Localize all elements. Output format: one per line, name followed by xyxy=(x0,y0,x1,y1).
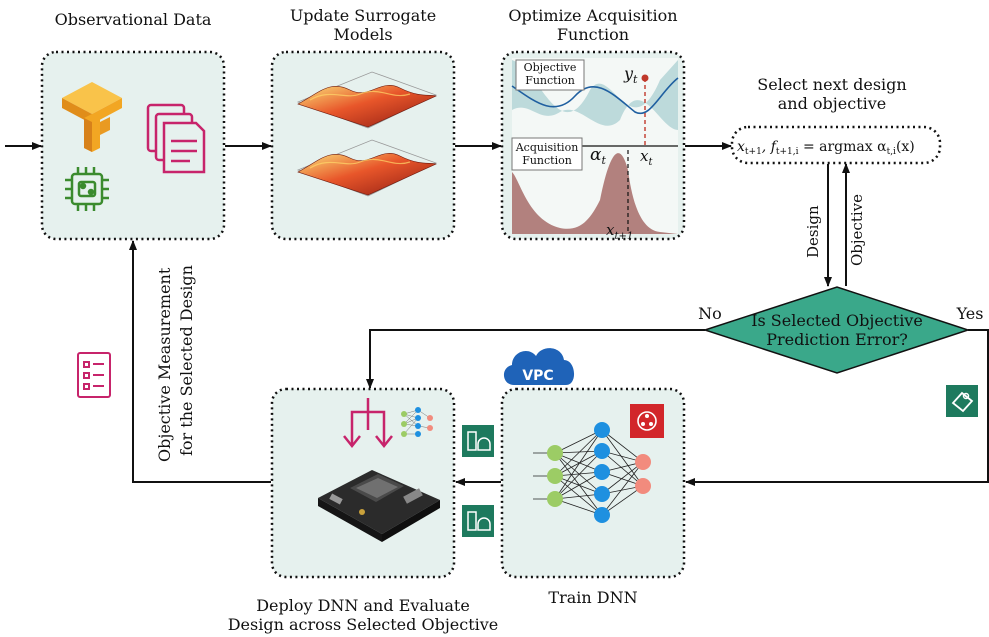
microchip-icon xyxy=(65,167,109,211)
documents-icon xyxy=(146,103,206,174)
train-dnn-title: Train DNN xyxy=(548,588,638,607)
tensorflow-logo-icon xyxy=(62,82,122,152)
decision-question-line2: Prediction Error? xyxy=(766,330,908,349)
vpc-badge-text: VPC xyxy=(522,368,553,384)
decision-question-line1: Is Selected Objective xyxy=(751,311,923,330)
objective-function-label-line1: Objective xyxy=(523,61,577,74)
neuron-node xyxy=(635,454,651,470)
feedback-label-line1: Objective Measurement xyxy=(155,267,174,462)
objective-function-label-line2: Function xyxy=(525,74,575,87)
dev-board-icon xyxy=(318,470,440,542)
select-next-title-line1: Select next design xyxy=(757,75,907,94)
feedback-label-line2: for the Selected Design xyxy=(177,265,196,456)
deploy-title: Deploy DNN and Evaluate Design across Se… xyxy=(213,596,513,634)
neural-network-icon xyxy=(533,422,651,523)
neuron-node xyxy=(635,478,651,494)
update-surrogate-title: Update Surrogate Models xyxy=(253,6,473,44)
yes-branch-label: Yes xyxy=(956,304,984,323)
neuron-node xyxy=(547,491,563,507)
neuron-node xyxy=(594,464,610,480)
acquisition-function-label-line1: Acquisition xyxy=(515,141,579,154)
surrogate-models-box xyxy=(270,50,456,241)
neuron-node xyxy=(547,468,563,484)
server-icon xyxy=(462,505,494,537)
decision-question: Is Selected Objective Prediction Error? xyxy=(737,311,937,349)
surface-plot-icon xyxy=(296,71,438,197)
objective-arrow-label: Objective xyxy=(848,194,866,266)
acquisition-function-label-line2: Function xyxy=(522,154,572,167)
x-t1-label: xt+1 xyxy=(606,221,633,242)
decision-diamond xyxy=(702,286,971,374)
select-next-title: Select next design and objective xyxy=(722,75,942,113)
optimize-acquisition-title-line1: Optimize Acquisition xyxy=(508,6,678,25)
neuron-node xyxy=(594,486,610,502)
alpha-t-label: αt xyxy=(590,145,606,167)
aws-service-icon xyxy=(946,385,978,417)
formula-box xyxy=(730,125,942,165)
checklist-icon xyxy=(77,352,111,398)
x-t-label: xt xyxy=(640,147,653,168)
select-next-title-line2: and objective xyxy=(777,94,887,113)
flow-arrows xyxy=(5,142,989,486)
acquisition-label-box xyxy=(511,137,583,171)
neuron-node xyxy=(594,443,610,459)
deploy-title-line2: Design across Selected Objective xyxy=(227,615,499,634)
acquisition-function-label: Acquisition Function xyxy=(512,141,582,167)
optimize-acquisition-title-line2: Function xyxy=(556,25,630,44)
objective-label-box xyxy=(515,59,585,91)
neuron-node xyxy=(547,445,563,461)
vpc-cloud-icon xyxy=(503,348,575,385)
mini-network-icon xyxy=(401,407,433,437)
argmax-formula: xt+1, ft+1,i = argmax αt,i(x) xyxy=(737,139,915,157)
update-surrogate-title-line1: Update Surrogate xyxy=(289,6,437,25)
observational-data-title: Observational Data xyxy=(54,10,212,29)
design-arrow-label: Design xyxy=(804,205,822,258)
sagemaker-icon xyxy=(630,404,664,438)
no-branch-label: No xyxy=(698,304,722,323)
neuron-node xyxy=(594,507,610,523)
split-arrows-icon xyxy=(343,398,393,449)
objective-function-label: Objective Function xyxy=(516,61,584,87)
server-icon xyxy=(462,425,494,457)
update-surrogate-title-line2: Models xyxy=(333,25,393,44)
y-t-label: yt xyxy=(623,64,638,86)
optimize-acquisition-title: Optimize Acquisition Function xyxy=(483,6,703,44)
neuron-node xyxy=(594,422,610,438)
deploy-title-line1: Deploy DNN and Evaluate xyxy=(256,596,470,615)
